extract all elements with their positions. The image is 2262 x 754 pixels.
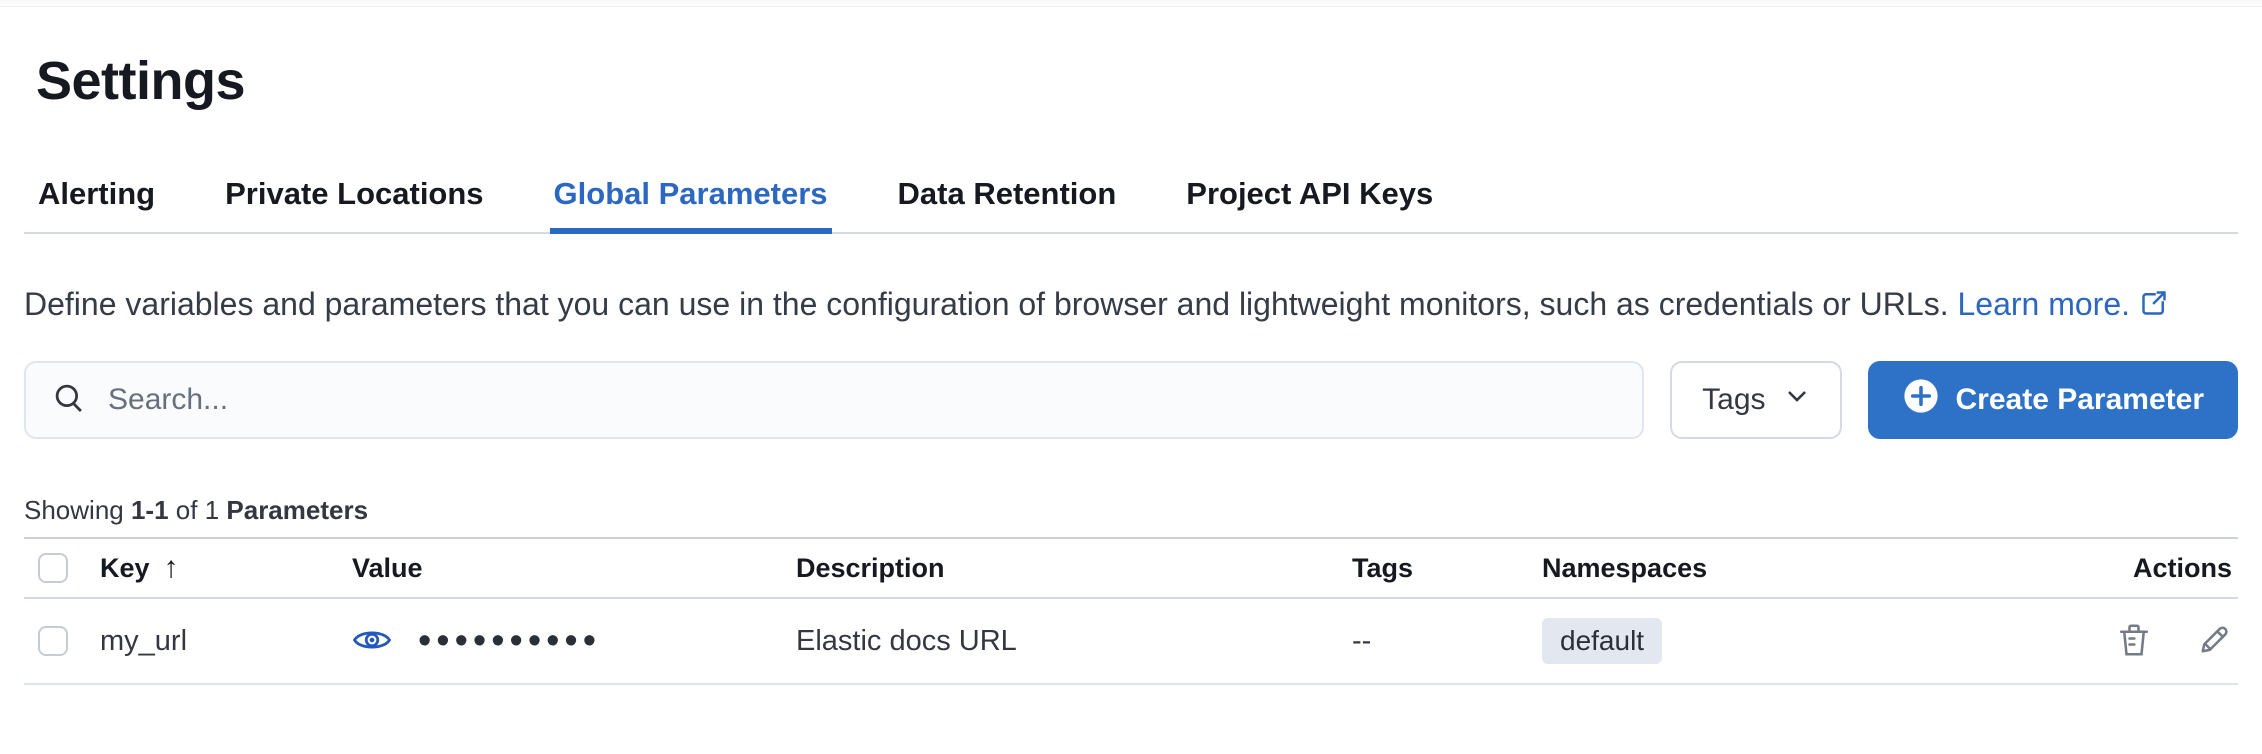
summary-of: of 1 bbox=[175, 495, 220, 525]
summary-range: 1-1 bbox=[130, 495, 169, 525]
description: Define variables and parameters that you… bbox=[24, 280, 2194, 330]
search-input[interactable] bbox=[108, 383, 1617, 417]
sort-ascending-icon: ↑ bbox=[163, 551, 179, 584]
tab-private-locations[interactable]: Private Locations bbox=[225, 176, 484, 211]
column-header-value: Value bbox=[352, 552, 423, 583]
search-box[interactable] bbox=[24, 361, 1645, 439]
namespace-badge: default bbox=[1542, 618, 1663, 664]
external-link-icon bbox=[2140, 282, 2168, 330]
value-cell: •••••••••• bbox=[352, 620, 796, 662]
tab-alerting[interactable]: Alerting bbox=[38, 176, 156, 211]
parameters-toolbar: Tags Create Parameter bbox=[24, 361, 2238, 439]
table-header-row: Key ↑ Value Description Tags Namespaces … bbox=[24, 537, 2238, 599]
chevron-down-icon bbox=[1784, 383, 1810, 417]
eye-icon bbox=[352, 624, 392, 659]
plus-in-circle-icon bbox=[1902, 377, 1940, 423]
description-cell: Elastic docs URL bbox=[796, 624, 1017, 657]
column-header-actions: Actions bbox=[2132, 552, 2232, 583]
select-all-checkbox[interactable] bbox=[38, 553, 68, 583]
namespaces-cell: default bbox=[1542, 618, 2078, 664]
create-parameter-label: Create Parameter bbox=[1955, 383, 2204, 416]
parameters-table: Key ↑ Value Description Tags Namespaces … bbox=[24, 537, 2238, 685]
delete-parameter-button[interactable] bbox=[2116, 622, 2152, 661]
reveal-value-button[interactable] bbox=[352, 624, 392, 659]
summary-showing: Showing bbox=[24, 495, 124, 525]
summary-entity: Parameters bbox=[226, 495, 369, 525]
trash-icon bbox=[2116, 622, 2152, 661]
column-header-key-label: Key bbox=[100, 552, 150, 583]
column-header-key[interactable]: Key ↑ bbox=[100, 551, 352, 585]
masked-value: •••••••••• bbox=[418, 620, 602, 662]
results-summary: Showing 1-1 of 1 Parameters bbox=[24, 494, 2238, 526]
column-header-namespaces: Namespaces bbox=[1542, 552, 1708, 583]
tab-global-parameters[interactable]: Global Parameters bbox=[549, 176, 832, 234]
key-cell: my_url bbox=[100, 624, 188, 657]
settings-tabs: Alerting Private Locations Global Parame… bbox=[24, 176, 2238, 234]
column-header-description: Description bbox=[796, 552, 945, 583]
create-parameter-button[interactable]: Create Parameter bbox=[1867, 361, 2238, 439]
description-text: Define variables and parameters that you… bbox=[24, 286, 1949, 322]
tab-project-api-keys[interactable]: Project API Keys bbox=[1186, 176, 1434, 211]
learn-more-link[interactable]: Learn more. bbox=[1957, 286, 2168, 322]
learn-more-label: Learn more. bbox=[1957, 286, 2130, 322]
edit-parameter-button[interactable] bbox=[2196, 622, 2232, 661]
search-icon bbox=[52, 381, 86, 420]
settings-page: Settings Alerting Private Locations Glob… bbox=[0, 6, 2262, 685]
window-top-edge bbox=[0, 0, 2262, 6]
actions-cell bbox=[2078, 622, 2238, 661]
row-checkbox[interactable] bbox=[38, 626, 68, 656]
page-title: Settings bbox=[36, 51, 246, 111]
tab-data-retention[interactable]: Data Retention bbox=[897, 176, 1117, 211]
tags-filter-button[interactable]: Tags bbox=[1670, 361, 1842, 439]
pencil-icon bbox=[2196, 622, 2232, 661]
table-row: my_url •••••••••• Elastic docs URL -- de… bbox=[24, 599, 2238, 685]
tags-filter-label: Tags bbox=[1702, 383, 1766, 416]
tags-cell: -- bbox=[1352, 624, 1372, 657]
column-header-tags: Tags bbox=[1352, 552, 1414, 583]
